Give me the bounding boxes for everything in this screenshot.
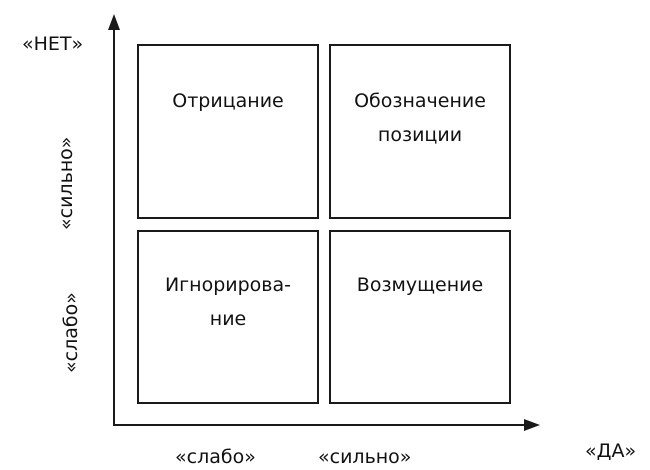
- y-axis-tick-weak: «слабо»: [60, 292, 82, 373]
- x-axis-arrow-icon: [524, 419, 540, 431]
- quadrant-position: Обозначение позиции: [329, 44, 511, 219]
- y-axis-tick-strong: «сильно»: [55, 136, 77, 230]
- quadrant-label: Отрицание: [172, 90, 284, 112]
- y-axis-arrow-icon: [108, 14, 120, 30]
- quadrant-label: Возмущение: [356, 274, 484, 296]
- quadrant-outrage: Возмущение: [329, 230, 511, 404]
- quadrant-ignoring: Игнорирова- ние: [137, 230, 319, 404]
- y-axis-end-label: «НЕТ»: [22, 33, 84, 55]
- x-axis-tick-weak: «слабо»: [175, 446, 256, 468]
- quadrant-label: Игнорирова- ние: [164, 274, 292, 330]
- quadrant-label: Обозначение позиции: [354, 90, 486, 146]
- quadrant-denial: Отрицание: [137, 44, 319, 219]
- x-axis-tick-strong: «сильно»: [318, 446, 412, 468]
- x-axis-end-label: «ДА»: [585, 440, 637, 462]
